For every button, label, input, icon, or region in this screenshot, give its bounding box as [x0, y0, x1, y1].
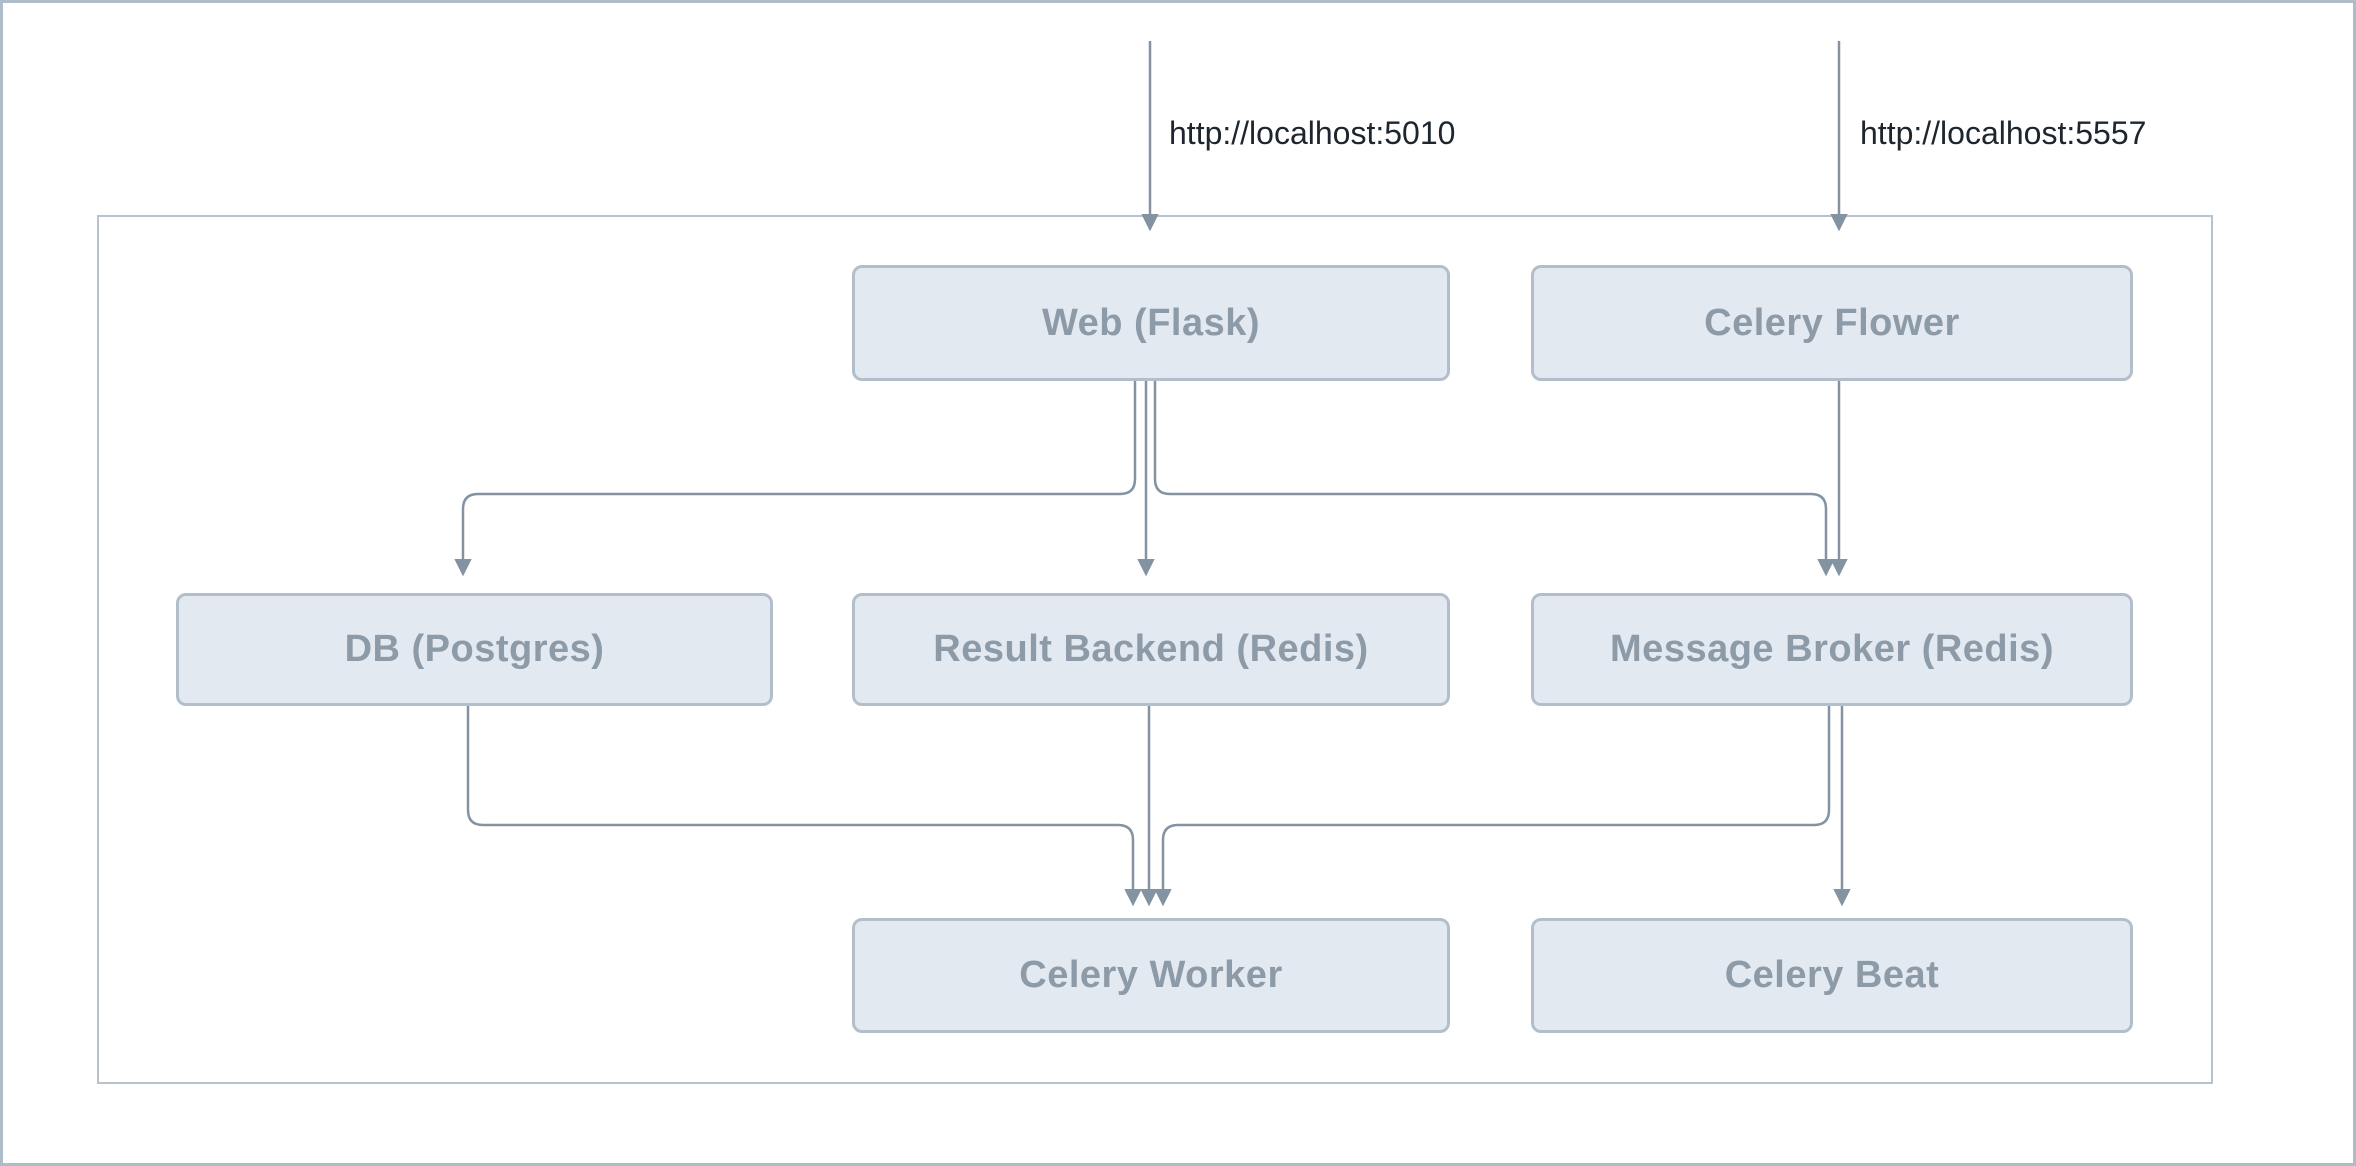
- node-celery-worker: Celery Worker: [852, 918, 1450, 1033]
- node-db-postgres: DB (Postgres): [176, 593, 773, 706]
- node-web-flask-label: Web (Flask): [1041, 301, 1261, 344]
- node-web-flask: Web (Flask): [852, 265, 1450, 381]
- node-celery-beat-label: Celery Beat: [1724, 954, 1940, 996]
- node-result-backend-redis: Result Backend (Redis): [852, 593, 1450, 706]
- node-result-backend-redis-label: Result Backend (Redis): [933, 628, 1369, 670]
- node-celery-flower-label: Celery Flower: [1704, 301, 1960, 344]
- label-localhost-5557: http://localhost:5557: [1860, 115, 2147, 151]
- node-db-postgres-label: DB (Postgres): [344, 628, 605, 670]
- node-celery-flower: Celery Flower: [1531, 265, 2133, 381]
- node-message-broker-redis-label: Message Broker (Redis): [1610, 628, 2054, 670]
- node-message-broker-redis: Message Broker (Redis): [1531, 593, 2133, 706]
- node-celery-worker-label: Celery Worker: [1019, 954, 1283, 996]
- node-celery-beat: Celery Beat: [1531, 918, 2133, 1033]
- label-localhost-5010: http://localhost:5010: [1169, 115, 1456, 151]
